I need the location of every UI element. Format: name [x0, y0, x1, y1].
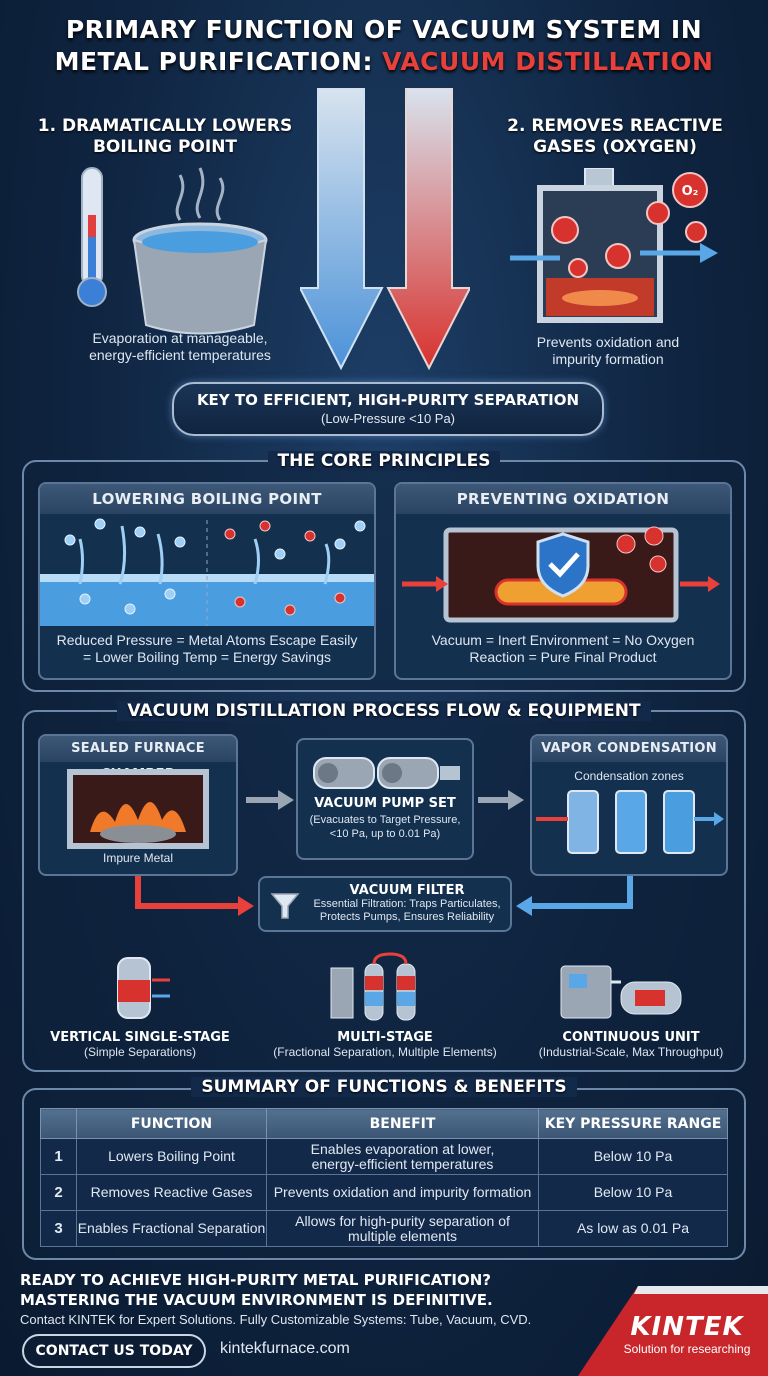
thermometer-icon [77, 167, 107, 307]
furnace-chamber-card: SEALED FURNACE CHAMBER Impure Metal [38, 734, 238, 876]
oxygen-chamber-illustration: O₂ [510, 168, 718, 323]
flow-arrows-top [246, 790, 524, 810]
preventing-oxidation-caption: Vacuum = Inert Environment = No Oxygen R… [431, 632, 695, 665]
o2-molecule-icon [551, 216, 579, 244]
row-range: Below 10 Pa [538, 1174, 728, 1211]
footer-headline-2: MASTERING THE VACUUM ENVIRONMENT IS DEFI… [20, 1291, 493, 1309]
furnace-chamber-title: SEALED FURNACE CHAMBER [40, 736, 236, 782]
brand-logo: KINTEK Solution for researching [612, 1312, 762, 1356]
equipment-item: VERTICAL SINGLE-STAGE (Simple Separation… [40, 1030, 240, 1059]
table-row: 3 Enables Fractional Separation Allows f… [40, 1210, 728, 1247]
vacuum-filter-caption-2: Protects Pumps, Ensures Reliability [319, 911, 495, 923]
top-left-heading: 1. DRAMATICALLY LOWERS BOILING POINT [37, 116, 293, 157]
central-arrows [300, 88, 470, 371]
lowering-boiling-point-title: LOWERING BOILING POINT [40, 484, 374, 514]
thermometer-pot-illustration [77, 167, 268, 335]
equipment-name: VERTICAL SINGLE-STAGE [50, 1030, 230, 1045]
top-right-heading: 2. REMOVES REACTIVE GASES (OXYGEN) [507, 116, 723, 157]
pot-icon [132, 222, 268, 335]
equipment-desc: (Industrial-Scale, Max Throughput) [538, 1045, 724, 1059]
oxidation-shield-illustration [402, 526, 720, 623]
equipment-desc: (Fractional Separation, Multiple Element… [273, 1045, 497, 1059]
equipment-desc: (Simple Separations) [83, 1045, 197, 1059]
top-left-caption: Evaporation at manageable, energy-effici… [89, 330, 271, 363]
website-link[interactable]: kintekfurnace.com [220, 1340, 350, 1357]
title-highlight: VACUUM DISTILLATION [382, 47, 714, 76]
furnace-caption: Impure Metal [102, 851, 174, 865]
key-pill-subtitle: (Low-Pressure <10 Pa) [320, 411, 456, 426]
row-benefit: Enables evaporation at lower,energy-effi… [266, 1138, 539, 1175]
flow-arrows-bottom [135, 876, 633, 916]
top-right-caption: Prevents oxidation and impurity formatio… [536, 334, 680, 367]
equipment-item: MULTI-STAGE (Fractional Separation, Mult… [258, 1030, 512, 1059]
key-pill-title: KEY TO EFFICIENT, HIGH-PURITY SEPARATION [196, 391, 580, 409]
vacuum-filter-caption-1: Essential Filtration: Traps Particulates… [313, 898, 501, 910]
row-num: 2 [40, 1174, 77, 1211]
col-header-function: FUNCTION [76, 1108, 267, 1139]
preventing-oxidation-card: PREVENTING OXIDATION Vacuum = Inert Envi… [394, 482, 732, 680]
multi-stage-icon [330, 952, 416, 1021]
preventing-oxidation-title: PREVENTING OXIDATION [396, 484, 730, 514]
row-benefit: Prevents oxidation and impurity formatio… [266, 1174, 539, 1211]
vacuum-pump-icon [313, 757, 460, 789]
table-row: 1 Lowers Boiling Point Enables evaporati… [40, 1138, 728, 1175]
row-range: Below 10 Pa [538, 1138, 728, 1175]
equipment-name: MULTI-STAGE [337, 1030, 433, 1045]
table-row: 2 Removes Reactive Gases Prevents oxidat… [40, 1174, 728, 1211]
row-function: Lowers Boiling Point [76, 1138, 267, 1175]
footer-headline-1: READY TO ACHIEVE HIGH-PURITY METAL PURIF… [20, 1271, 492, 1289]
title-line-1: PRIMARY FUNCTION OF VACUUM SYSTEM IN [65, 15, 703, 44]
core-principles-heading: THE CORE PRINCIPLES [0, 451, 768, 471]
shield-check-icon [536, 532, 590, 598]
blue-down-arrow [300, 88, 384, 371]
vapor-condensation-card: VAPOR CONDENSATION Condensation zones [530, 734, 728, 876]
red-down-arrow [386, 88, 470, 371]
row-range: As low as 0.01 Pa [538, 1210, 728, 1247]
col-header-benefit: BENEFIT [266, 1108, 539, 1139]
process-flow-heading: VACUUM DISTILLATION PROCESS FLOW & EQUIP… [0, 701, 768, 721]
vertical-single-stage-icon [117, 957, 170, 1019]
o2-label: O₂ [682, 184, 699, 199]
row-function: Removes Reactive Gases [76, 1174, 267, 1211]
vacuum-filter-title: VACUUM FILTER [349, 883, 465, 898]
filter-funnel-icon [270, 893, 300, 919]
lowering-boiling-point-caption: Reduced Pressure = Metal Atoms Escape Ea… [56, 632, 358, 665]
continuous-unit-icon [560, 965, 682, 1019]
steam-icon [175, 167, 225, 221]
row-num: 1 [40, 1138, 77, 1175]
summary-table-wrap: FUNCTION BENEFIT KEY PRESSURE RANGE 1 Lo… [40, 1108, 728, 1247]
vacuum-pump-card: VACUUM PUMP SET (Evacuates to Target Pre… [296, 738, 474, 860]
equipment-item: CONTINUOUS UNIT (Industrial-Scale, Max T… [526, 1030, 736, 1059]
vacuum-pump-caption: (Evacuates to Target Pressure, <10 Pa, u… [309, 814, 461, 840]
key-pill: KEY TO EFFICIENT, HIGH-PURITY SEPARATION… [172, 382, 604, 436]
col-header-pressure: KEY PRESSURE RANGE [538, 1108, 728, 1139]
footer-contact-text: Contact KINTEK for Expert Solutions. Ful… [20, 1312, 532, 1327]
summary-table: FUNCTION BENEFIT KEY PRESSURE RANGE 1 Lo… [40, 1108, 728, 1247]
footer-text: READY TO ACHIEVE HIGH-PURITY METAL PURIF… [20, 1270, 580, 1329]
brand-tagline: Solution for researching [623, 1342, 751, 1356]
row-function: Enables Fractional Separation [76, 1210, 267, 1247]
title-line-2: METAL PURIFICATION: [54, 47, 383, 76]
summary-heading: SUMMARY OF FUNCTIONS & BENEFITS [0, 1077, 768, 1097]
vacuum-pump-title: VACUUM PUMP SET [314, 796, 456, 811]
condenser-icon [536, 790, 724, 854]
page-title: PRIMARY FUNCTION OF VACUUM SYSTEM IN MET… [0, 14, 768, 78]
lowering-boiling-point-card: LOWERING BOILING POINT Reduced Pressure … [38, 482, 376, 680]
brand-corner-shape [578, 1286, 768, 1376]
vapor-condensation-title: VAPOR CONDENSATION [532, 736, 726, 762]
brand-name: KINTEK [630, 1312, 744, 1342]
row-num: 3 [40, 1210, 77, 1247]
contact-us-button[interactable]: CONTACT US TODAY [22, 1334, 206, 1368]
vacuum-filter-card: VACUUM FILTER Essential Filtration: Trap… [258, 876, 512, 932]
boiling-atoms-illustration [40, 518, 374, 626]
furnace-icon [67, 769, 209, 849]
condensation-zones-label: Condensation zones [574, 769, 684, 783]
equipment-name: CONTINUOUS UNIT [562, 1030, 700, 1045]
